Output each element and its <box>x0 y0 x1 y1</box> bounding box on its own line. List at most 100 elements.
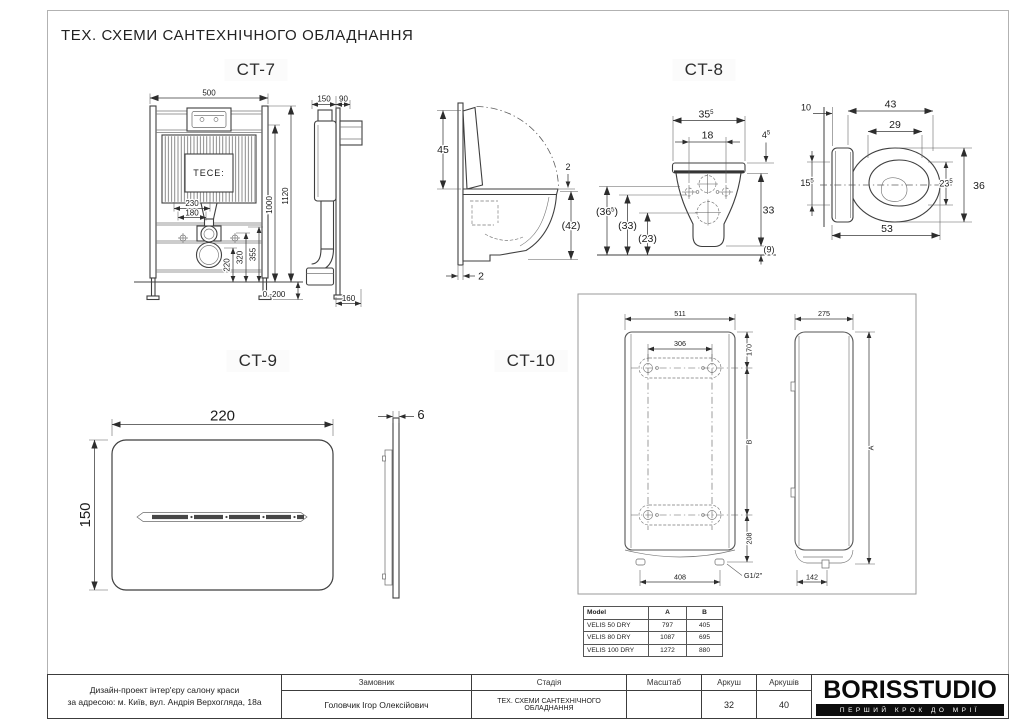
dim-label: (365) <box>596 206 618 218</box>
table-header-row: Model A B <box>583 606 723 620</box>
page-title: ТЕХ. СХЕМИ САНТЕХНІЧНОГО ОБЛАДНАННЯ <box>61 27 414 44</box>
model-cell: VELIS 50 DRY <box>583 618 649 632</box>
dim-label: 18 <box>702 130 714 142</box>
dim-label: 220 <box>223 258 232 272</box>
a-cell: 1087 <box>648 631 687 645</box>
sheets-total: 40 <box>778 699 789 710</box>
dim-label: 2 <box>565 162 570 172</box>
model-cell: VELIS 100 DRY <box>583 643 649 657</box>
ct7-front-geometry <box>134 105 303 301</box>
dim-label: 1000 <box>265 196 274 214</box>
customer-label: Замовник <box>282 675 471 691</box>
dim-label: 142 <box>806 573 818 582</box>
dim-label: 220 <box>210 408 235 425</box>
drawing-label-ct9: CT-9 <box>226 350 290 372</box>
ct7-brand-text: TECE: <box>193 168 225 178</box>
dim-label: 150 <box>317 95 331 104</box>
studio-tagline: ПЕРШИЙ КРОК ДО МРІЇ <box>816 703 1004 716</box>
col-header-model: Model <box>583 606 649 620</box>
dim-label: (23) <box>638 233 657 245</box>
table-row: VELIS 50 DRY 797 405 <box>583 618 723 632</box>
dim-label: 36 <box>973 180 985 192</box>
a-cell: 1272 <box>648 643 687 657</box>
customer-cell: Замовник Головчик Ігор Олексійович <box>281 675 471 718</box>
ct9-side-dimensions: 6 <box>378 406 426 423</box>
dim-label: 235 <box>939 179 953 189</box>
ct7-side-geometry <box>305 107 363 300</box>
dim-label: 511 <box>674 309 685 318</box>
dim-label: 53 <box>881 223 893 235</box>
model-cell: VELIS 80 DRY <box>583 631 649 645</box>
b-cell: 880 <box>686 643 723 657</box>
dim-label: 45 <box>762 130 771 140</box>
stage-cell: Стадія ТЕХ. СХЕМИ САНТЕХНІЧНОГО ОБЛАДНАН… <box>471 675 626 718</box>
scale-value <box>627 691 701 718</box>
stage-label: Стадія <box>472 675 626 691</box>
stage-value: ТЕХ. СХЕМИ САНТЕХНІЧНОГО ОБЛАДНАННЯ <box>497 697 601 712</box>
sheet-label: Аркуш <box>702 675 756 691</box>
dim-label: 306 <box>674 339 686 348</box>
ct10-drawing: 511 306 170 B 208 408 G1/2" 275 A 142 <box>577 293 917 595</box>
dim-label: (33) <box>618 220 637 232</box>
dim-label: 6 <box>417 407 424 422</box>
sheets-total-cell: Аркушів 40 <box>756 675 811 718</box>
velis-spec-table: Model A B VELIS 50 DRY 797 405 VELIS 80 … <box>583 606 723 657</box>
dim-label: 500 <box>202 89 216 98</box>
sheet-number-cell: Аркуш 32 <box>701 675 756 718</box>
title-block: Дизайн-проект інтер'єру салону краси за … <box>47 674 1009 719</box>
dim-label: 0 -200 <box>263 290 286 299</box>
dim-label: 155 <box>800 178 814 188</box>
sheet-number: 32 <box>723 699 734 710</box>
project-description-cell: Дизайн-проект інтер'єру салону краси за … <box>48 675 281 718</box>
dim-label: 230 <box>185 199 199 208</box>
dim-label: 408 <box>674 573 686 582</box>
dim-label: G1/2" <box>744 571 763 580</box>
dim-label: 90 <box>339 95 348 104</box>
dim-label: (9) <box>764 245 775 255</box>
dim-label: 160 <box>342 294 356 303</box>
a-cell: 797 <box>648 618 687 632</box>
dim-label: 275 <box>818 309 830 318</box>
ct9-drawing: 220 150 6 <box>76 406 426 599</box>
sheets-label: Аркушів <box>757 675 811 691</box>
table-row: VELIS 80 DRY 1087 695 <box>583 631 723 645</box>
b-cell: 405 <box>686 618 723 632</box>
studio-logo-text: BORISSTUDIO <box>823 675 997 704</box>
col-header-a: A <box>648 606 687 620</box>
ct8-topview-geometry <box>820 107 952 227</box>
dim-label: 2 <box>478 271 484 283</box>
dim-label: 208 <box>745 533 754 545</box>
dim-label: 33 <box>763 205 775 217</box>
ct9-front-geometry <box>111 439 334 591</box>
ct7-side-dimensions: 150 90 160 <box>311 93 362 307</box>
ct10-side-dimensions: 275 A 142 <box>794 308 877 586</box>
ct8-sideview-geometry <box>457 102 559 266</box>
dim-label: 180 <box>185 209 199 218</box>
drawing-label-ct8: CT-8 <box>672 59 736 81</box>
dim-label: 29 <box>889 119 901 131</box>
scale-label: Масштаб <box>627 675 701 691</box>
ct10-front-dimensions: 511 306 170 B 208 408 G1/2" <box>624 308 764 586</box>
dim-label: 355 <box>698 109 714 121</box>
dim-label: 10 <box>801 103 811 113</box>
dim-label: 170 <box>745 344 754 356</box>
dim-label: 45 <box>437 144 449 156</box>
ct8-topview-dimensions: 10 43 29 155 235 36 53 <box>799 97 986 240</box>
ct8-drawing: 45 2 (42) 2 355 18 45 <box>436 97 986 284</box>
project-line2: за адресою: м. Київ, вул. Андрія Верхогл… <box>67 696 262 707</box>
dim-label: B <box>745 439 754 444</box>
project-line1: Дизайн-проект інтер'єру салону краси <box>89 685 240 696</box>
dim-label: 43 <box>885 99 897 111</box>
table-row: VELIS 100 DRY 1272 880 <box>583 643 723 657</box>
ct10-side-geometry <box>790 331 854 569</box>
studio-logo-cell: BORISSTUDIO ПЕРШИЙ КРОК ДО МРІЇ <box>811 675 1008 718</box>
ct7-front-dimensions: 500 230 180 220 320 355 1000 1120 0 -200 <box>149 87 303 300</box>
dim-label: 1120 <box>281 187 290 205</box>
dim-label: (42) <box>562 220 581 232</box>
ct8-rearview-dimensions: 355 18 45 33 (9) (365) (33) (23) <box>595 107 776 265</box>
dim-label: 355 <box>249 247 258 261</box>
ct9-front-dimensions: 220 150 <box>76 406 334 591</box>
b-cell: 695 <box>686 631 723 645</box>
customer-value: Головчик Ігор Олексійович <box>324 699 429 710</box>
ct9-side-geometry <box>382 417 400 599</box>
